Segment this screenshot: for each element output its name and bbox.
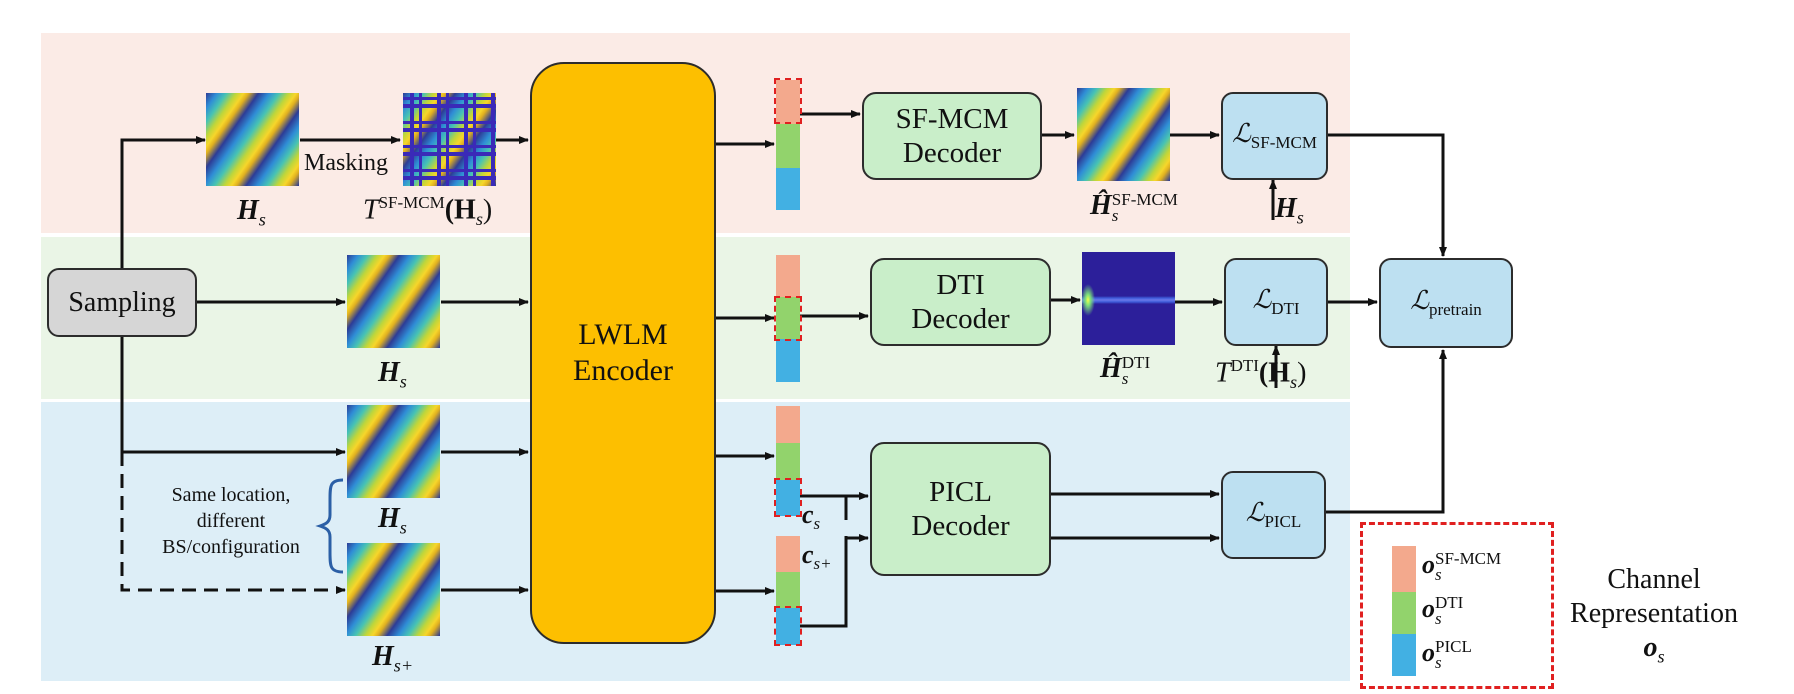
loss-sfmcm-label: ℒSF-MCM (1232, 118, 1317, 153)
loss-picl-label: ℒPICL (1245, 497, 1302, 532)
channel-heatmap-picl-a (347, 405, 440, 498)
vector-seg-sfmcm (776, 536, 800, 572)
hs-label-picl: Hs (378, 503, 407, 538)
encoder-label-line2: Encoder (573, 354, 673, 387)
vector-seg-dti (776, 443, 800, 480)
vector-seg-dti (776, 297, 800, 339)
vector-seg-dti (776, 572, 800, 608)
vector-seg-sfmcm (776, 80, 800, 124)
legend-title-line1: Channel (1607, 564, 1701, 595)
lwlm-encoder-box: LWLM Encoder (530, 62, 716, 644)
vector-seg-dti (776, 124, 800, 168)
cs-label: cs (802, 500, 821, 534)
highlight-dti (774, 296, 802, 341)
vector-seg-sfmcm (776, 255, 800, 297)
same-location-line2: different (196, 510, 266, 532)
legend-swatch-sfmcm (1392, 546, 1416, 592)
same-location-line1: Same location, (171, 484, 291, 506)
sampling-label: Sampling (68, 286, 176, 318)
highlight-sfmcm (774, 78, 802, 124)
loss-pretrain-label: ℒpretrain (1410, 285, 1482, 320)
picl-decoder-line1: PICL (929, 476, 992, 508)
same-location-line3: BS/configuration (162, 536, 300, 558)
channel-heatmap-picl-b (347, 543, 440, 636)
hs-plus-label: Hs+ (372, 641, 414, 676)
loss-dti-label: ℒDTI (1252, 284, 1300, 319)
channel-heatmap-mid (347, 255, 440, 348)
loss-picl-box: ℒPICL (1221, 471, 1326, 559)
sampling-box: Sampling (47, 268, 197, 337)
transform-dti-label: TDTI(Hs) (1215, 356, 1307, 392)
encoder-label-line1: LWLM (578, 318, 668, 351)
picl-decoder-box: PICL Decoder (870, 442, 1051, 576)
picl-decoder-line2: Decoder (911, 510, 1010, 542)
dti-decoder-line2: Decoder (911, 303, 1010, 335)
reconstructed-channel-heatmap (1077, 88, 1170, 181)
legend-title-line2: Representation (1570, 598, 1738, 629)
same-location-note: Same location, different BS/configuratio… (142, 482, 320, 560)
legend-symbol: os (1643, 632, 1665, 667)
dti-decoder-box: DTI Decoder (870, 258, 1051, 346)
loss-pretrain-box: ℒpretrain (1379, 258, 1513, 348)
cs-plus-label: cs+ (802, 540, 832, 574)
legend-swatch-dti (1392, 592, 1416, 634)
highlight-picl-a (774, 478, 802, 517)
legend-box (1360, 522, 1554, 689)
loss-dti-box: ℒDTI (1224, 258, 1328, 346)
dti-heatmap (1082, 252, 1175, 345)
loss-sfmcm-box: ℒSF-MCM (1221, 92, 1328, 180)
vector-seg-picl (776, 480, 800, 516)
hs-label-top: Hs (237, 195, 266, 230)
masking-label: Masking (304, 150, 388, 176)
legend-title: Channel Representation os (1556, 563, 1752, 674)
hs-input-sfmcm-label: Hs (1275, 193, 1304, 228)
vector-seg-picl (776, 339, 800, 382)
transform-sfmcm-label: TSF-MCM(Hs) (363, 193, 493, 229)
highlight-picl-b (774, 606, 802, 646)
masked-channel-heatmap (403, 93, 496, 186)
dti-decoder-line1: DTI (936, 269, 985, 301)
sfmcm-decoder-line1: SF-MCM (895, 103, 1009, 135)
sfmcm-decoder-box: SF-MCM Decoder (862, 92, 1042, 180)
vector-seg-sfmcm (776, 406, 800, 443)
vector-seg-picl (776, 168, 800, 210)
channel-heatmap-top (206, 93, 299, 186)
legend-swatch-picl (1392, 634, 1416, 676)
sfmcm-decoder-line2: Decoder (902, 137, 1002, 169)
hs-label-mid: Hs (378, 357, 407, 392)
vector-seg-picl (776, 608, 800, 645)
